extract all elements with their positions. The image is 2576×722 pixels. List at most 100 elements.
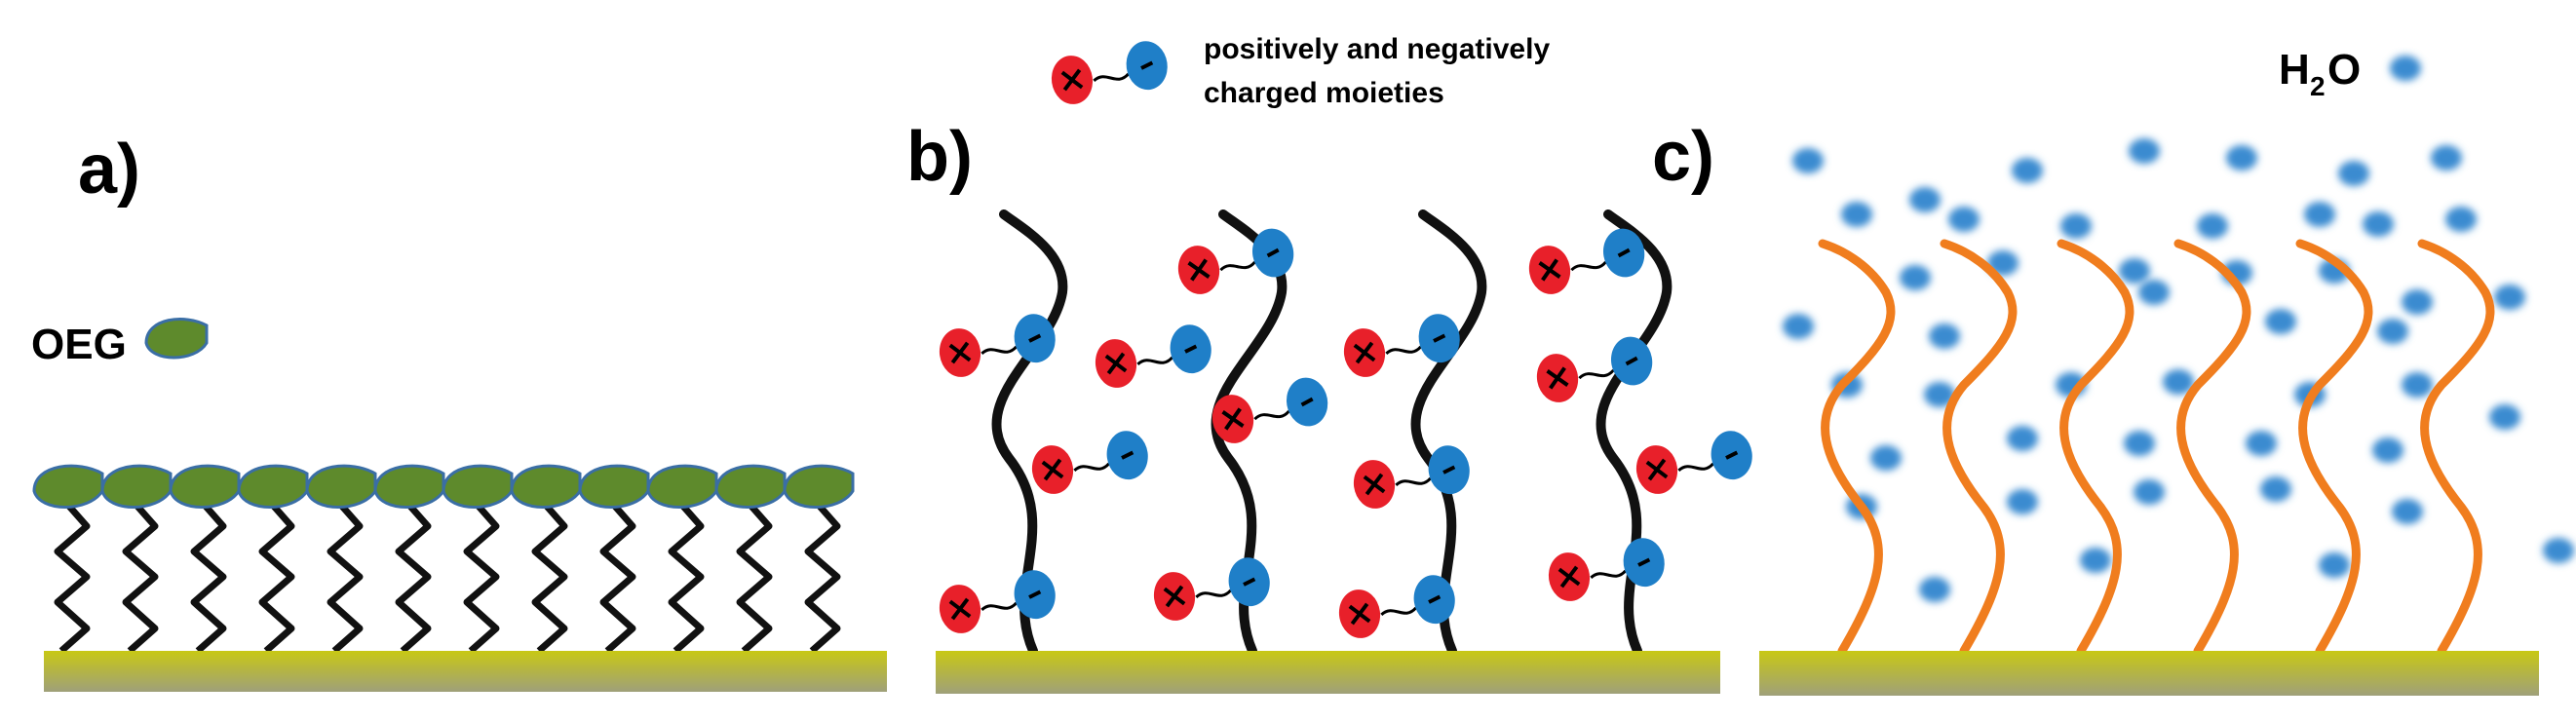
charged-pair bbox=[939, 314, 1056, 377]
water-droplet-icon bbox=[2363, 211, 2394, 237]
minus-sign-icon bbox=[1028, 333, 1042, 343]
alkyl-chain bbox=[395, 499, 432, 654]
plus-sign-icon bbox=[948, 341, 972, 364]
linker bbox=[1380, 606, 1417, 617]
charged-pair bbox=[1153, 557, 1270, 621]
oeg-headgroup-icon bbox=[237, 464, 309, 509]
oeg-headgroup-icon bbox=[169, 464, 241, 509]
oeg-headgroup-icon bbox=[646, 464, 718, 509]
linker bbox=[980, 345, 1018, 356]
minus-sign-icon bbox=[1028, 589, 1042, 599]
oeg-headgroup-icon bbox=[144, 318, 209, 360]
plus-sign-icon bbox=[1221, 407, 1245, 431]
water-legend-sub: 2 bbox=[2310, 71, 2326, 101]
water-droplet-icon bbox=[1924, 382, 1955, 407]
alkyl-chain bbox=[736, 499, 773, 654]
plus-sign-icon bbox=[1538, 258, 1561, 282]
linker bbox=[980, 601, 1018, 612]
water-droplet-icon bbox=[2494, 285, 2525, 310]
oeg-headgroup-icon bbox=[305, 464, 377, 509]
charged-pair bbox=[1536, 336, 1653, 402]
oeg-headgroup-icon bbox=[373, 464, 445, 509]
panel-c-label: c) bbox=[1652, 118, 1714, 196]
charged-pair-legend-icon bbox=[1051, 41, 1168, 104]
alkyl-chain bbox=[122, 499, 159, 654]
panel-a-label: a) bbox=[78, 131, 140, 209]
water-droplet-icon bbox=[2392, 499, 2423, 524]
water-droplet-icon bbox=[2390, 56, 2421, 81]
linker bbox=[1073, 462, 1110, 473]
water-droplet-icon bbox=[2138, 280, 2170, 305]
charged-pair bbox=[1051, 41, 1168, 104]
water-droplet-icon bbox=[2012, 158, 2043, 183]
charged-pair bbox=[1528, 228, 1645, 294]
charged-pair bbox=[1548, 538, 1665, 601]
hydrophilic-chain bbox=[2295, 239, 2373, 656]
water-droplet-icon bbox=[2431, 145, 2462, 171]
oeg-headgroup-icon bbox=[32, 464, 104, 509]
water-droplet-icon bbox=[1870, 445, 1902, 471]
charged-pair bbox=[1211, 377, 1328, 443]
substrate-a bbox=[44, 651, 887, 692]
minus-sign-icon bbox=[1617, 247, 1631, 258]
alkyl-chain bbox=[531, 499, 568, 654]
hydrophilic-chain bbox=[1818, 239, 1896, 656]
water-droplet-icon bbox=[2163, 369, 2194, 395]
plus-sign-icon bbox=[1363, 473, 1386, 496]
oeg-headgroup-icon bbox=[783, 464, 855, 509]
water-droplet-icon bbox=[2060, 213, 2092, 239]
alkyl-chain bbox=[327, 499, 364, 654]
water-droplet-icon bbox=[2119, 258, 2150, 284]
charged-legend-line1: positively and negatively bbox=[1204, 33, 1550, 65]
hydrophilic-chains-c bbox=[1818, 239, 2495, 656]
water-droplet-icon bbox=[2197, 213, 2228, 239]
minus-sign-icon bbox=[1428, 594, 1442, 604]
charged-pair bbox=[939, 570, 1056, 633]
substrate-b bbox=[936, 651, 1720, 694]
water-droplet-icon bbox=[2080, 548, 2111, 573]
linker bbox=[1570, 260, 1607, 272]
hydrophilic-chain bbox=[2173, 239, 2251, 656]
plus-sign-icon bbox=[1104, 352, 1128, 375]
plus-sign-icon bbox=[1187, 258, 1211, 282]
water-droplet-icon bbox=[1792, 148, 1824, 173]
water-droplet-icon bbox=[1900, 265, 1931, 290]
linker bbox=[1578, 368, 1615, 380]
alkyl-chains-a bbox=[54, 499, 841, 654]
water-droplet-icon bbox=[2129, 138, 2160, 164]
plus-sign-icon bbox=[1546, 366, 1569, 390]
minus-sign-icon bbox=[1184, 344, 1198, 354]
plus-sign-icon bbox=[1557, 565, 1581, 589]
hydrophilic-chain bbox=[2057, 239, 2134, 656]
linker bbox=[1395, 476, 1432, 487]
water-droplet-icon bbox=[1909, 187, 1941, 212]
linker bbox=[1219, 260, 1256, 272]
oeg-headgroup-icon bbox=[714, 464, 787, 509]
polymer-chain bbox=[1596, 209, 1672, 656]
oeg-headgroup-icon bbox=[100, 464, 173, 509]
plus-sign-icon bbox=[1163, 585, 1186, 608]
charged-moieties-b bbox=[939, 228, 1752, 638]
water-droplet-icon bbox=[2124, 431, 2155, 456]
charged-pair bbox=[1031, 431, 1148, 494]
minus-sign-icon bbox=[1140, 60, 1154, 70]
alkyl-chain bbox=[804, 499, 841, 654]
water-droplet-icon bbox=[2265, 309, 2296, 334]
panel-c: c) H 2 O bbox=[1652, 46, 2574, 696]
water-droplet-icon bbox=[2007, 489, 2038, 514]
water-droplet-icon bbox=[2260, 476, 2291, 502]
alkyl-chain bbox=[668, 499, 705, 654]
oeg-headgroup-icon bbox=[578, 464, 650, 509]
panel-b-label: b) bbox=[906, 118, 973, 196]
minus-sign-icon bbox=[1637, 557, 1651, 567]
water-droplet-icon bbox=[2489, 404, 2520, 430]
oeg-legend-label: OEG bbox=[31, 321, 127, 368]
minus-sign-icon bbox=[1725, 450, 1739, 460]
water-droplet-icon bbox=[2402, 372, 2433, 398]
minus-sign-icon bbox=[1266, 247, 1280, 258]
charged-pair bbox=[1343, 314, 1460, 377]
charged-pair bbox=[1095, 324, 1211, 388]
water-droplet-icon bbox=[2226, 145, 2257, 171]
charged-pair bbox=[1353, 445, 1470, 509]
